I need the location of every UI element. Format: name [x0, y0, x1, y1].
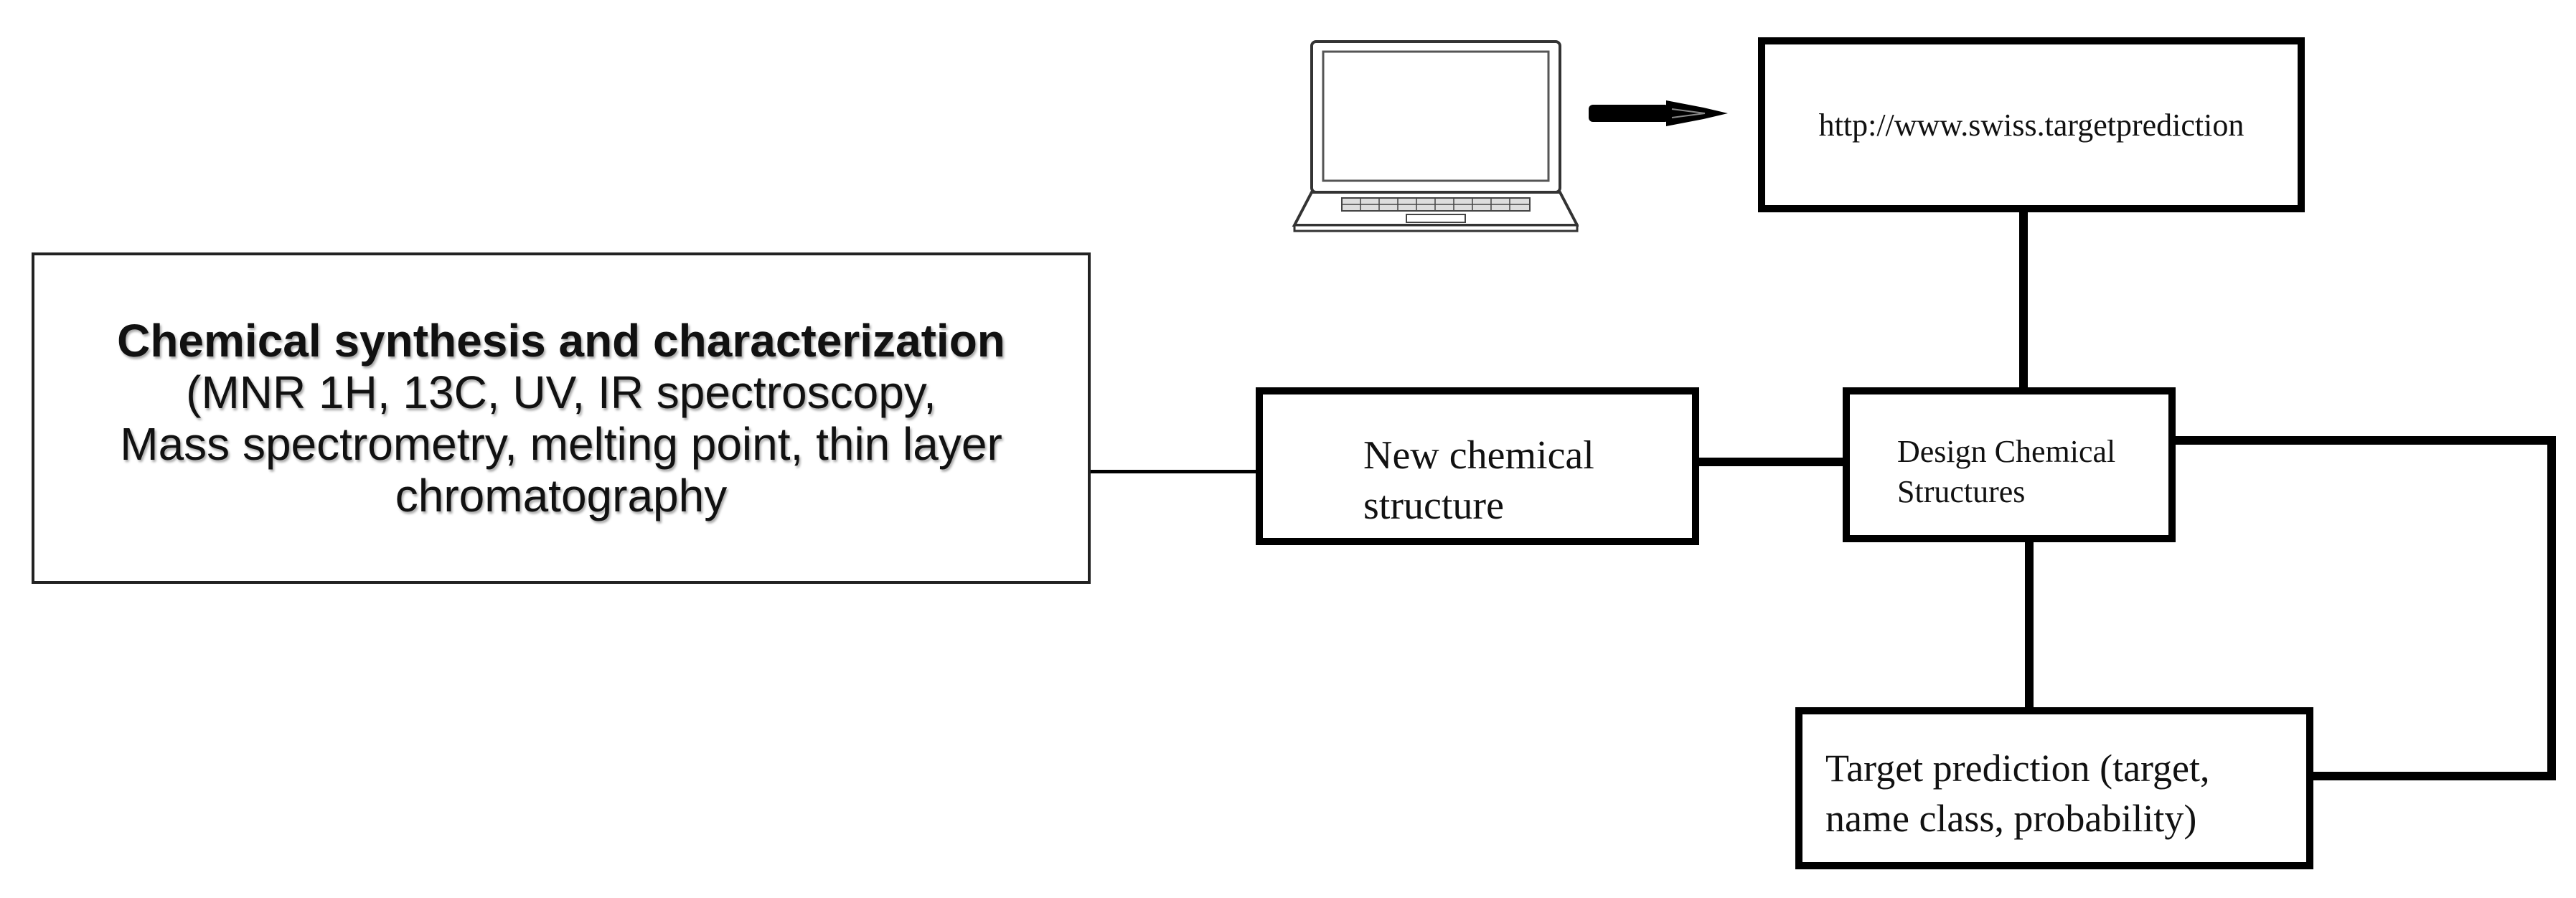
synthesis-line-1: (MNR 1H, 13C, UV, IR spectroscopy,: [186, 367, 936, 418]
url-text: http://www.swiss.targetprediction: [1818, 107, 2244, 143]
url-box: http://www.swiss.targetprediction: [1758, 37, 2305, 212]
synthesis-title: Chemical synthesis and characterization: [117, 315, 1005, 367]
design-line-1: Design Chemical: [1897, 434, 2116, 469]
connector-design-right: [2176, 436, 2556, 445]
new-structure-line-1: New chemical: [1363, 433, 1594, 478]
connector-right-vertical: [2547, 436, 2556, 780]
arrow-right-icon: [1589, 100, 1728, 126]
design-line-2: Structures: [1897, 474, 2026, 509]
connector-url-to-design: [2019, 212, 2028, 387]
synthesis-line-3: chromatography: [395, 470, 728, 521]
connector-new-structure-to-design: [1699, 458, 1843, 466]
target-line-1: Target prediction (target,: [1825, 747, 2210, 790]
synthesis-box: Chemical synthesis and characterization …: [32, 252, 1091, 584]
new-structure-line-2: structure: [1363, 483, 1504, 528]
design-structures-box: Design Chemical Structures: [1843, 387, 2176, 542]
target-line-2: name class, probability): [1825, 797, 2197, 840]
synthesis-line-2: Mass spectrometry, melting point, thin l…: [120, 418, 1002, 470]
connector-synthesis-to-new-structure: [1091, 470, 1256, 473]
laptop-icon: [1292, 40, 1579, 232]
target-prediction-box: Target prediction (target, name class, p…: [1795, 707, 2313, 869]
connector-right-to-target: [2313, 772, 2556, 780]
new-structure-box: New chemical structure: [1256, 387, 1699, 545]
connector-design-to-target: [2025, 542, 2034, 707]
